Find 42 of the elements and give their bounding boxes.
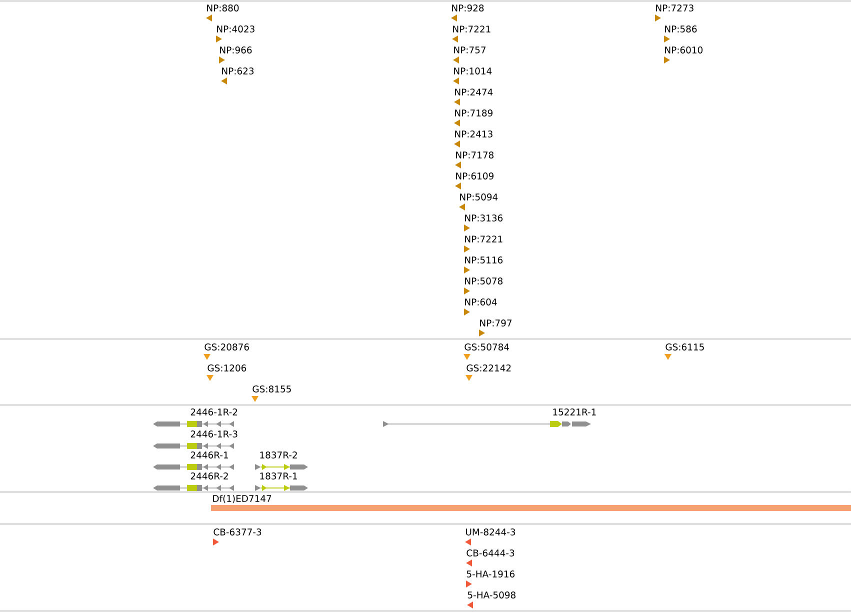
feature-label: NP:1014: [454, 68, 492, 74]
feature-label: NP:797: [480, 320, 512, 326]
feature-label: NP:7189: [455, 110, 492, 116]
feature-label: NP:7221: [453, 26, 490, 32]
feature-label: GS:6115: [666, 344, 704, 350]
feature-label: NP:7273: [656, 4, 694, 12]
feature-label: NP:5116: [465, 256, 503, 264]
feature-label: NP:928: [452, 4, 484, 12]
feature-label: GS:50784: [464, 344, 510, 350]
feature-label: NP:757: [454, 46, 486, 54]
feature-label: 15221R-1: [553, 408, 596, 416]
feature-label: NP:586: [665, 26, 697, 32]
feature-label: NP:880: [207, 4, 239, 12]
feature-label: 1837R-2: [260, 452, 297, 458]
feature-label: NP:5078: [465, 278, 502, 284]
feature-label: NP:5094: [460, 194, 498, 200]
feature-label: NP:6010: [665, 46, 703, 54]
feature-label: 2446-1R-2: [190, 408, 238, 416]
feature-label: 1837R-1: [260, 472, 297, 480]
feature-label: UM-8244-3: [466, 528, 516, 536]
feature-label: NP:2413: [455, 130, 492, 138]
feature-label: NP:7178: [456, 152, 494, 158]
feature-label: 5-HA-1916: [466, 570, 515, 578]
feature-label: 2446R-2: [190, 472, 228, 480]
feature-label: GS:8155: [252, 386, 291, 392]
feature-label: NP:6109: [456, 172, 494, 180]
feature-label: GS:22142: [466, 364, 511, 372]
feature-label: Df(1)ED7147: [213, 494, 272, 504]
feature-label: NP:966: [220, 46, 252, 54]
feature-label: CB-6444-3: [466, 550, 514, 556]
feature-label: CB-6377-3: [214, 528, 262, 536]
feature-label: GS:20876: [204, 344, 249, 350]
feature-label: 5-HA-5098: [468, 592, 516, 598]
feature-label: NP:3136: [465, 214, 503, 222]
feature-label: NP:7221: [465, 236, 502, 242]
feature-label: 2446-1R-3: [190, 430, 238, 438]
feature-label: GS:1206: [208, 364, 246, 372]
feature-label: NP:604: [465, 298, 497, 306]
feature-label: 2446R-1: [190, 452, 228, 458]
feature-label: NP:2474: [455, 88, 493, 96]
feature-label: NP:4023: [217, 26, 254, 32]
feature-label: NP:623: [222, 68, 254, 74]
